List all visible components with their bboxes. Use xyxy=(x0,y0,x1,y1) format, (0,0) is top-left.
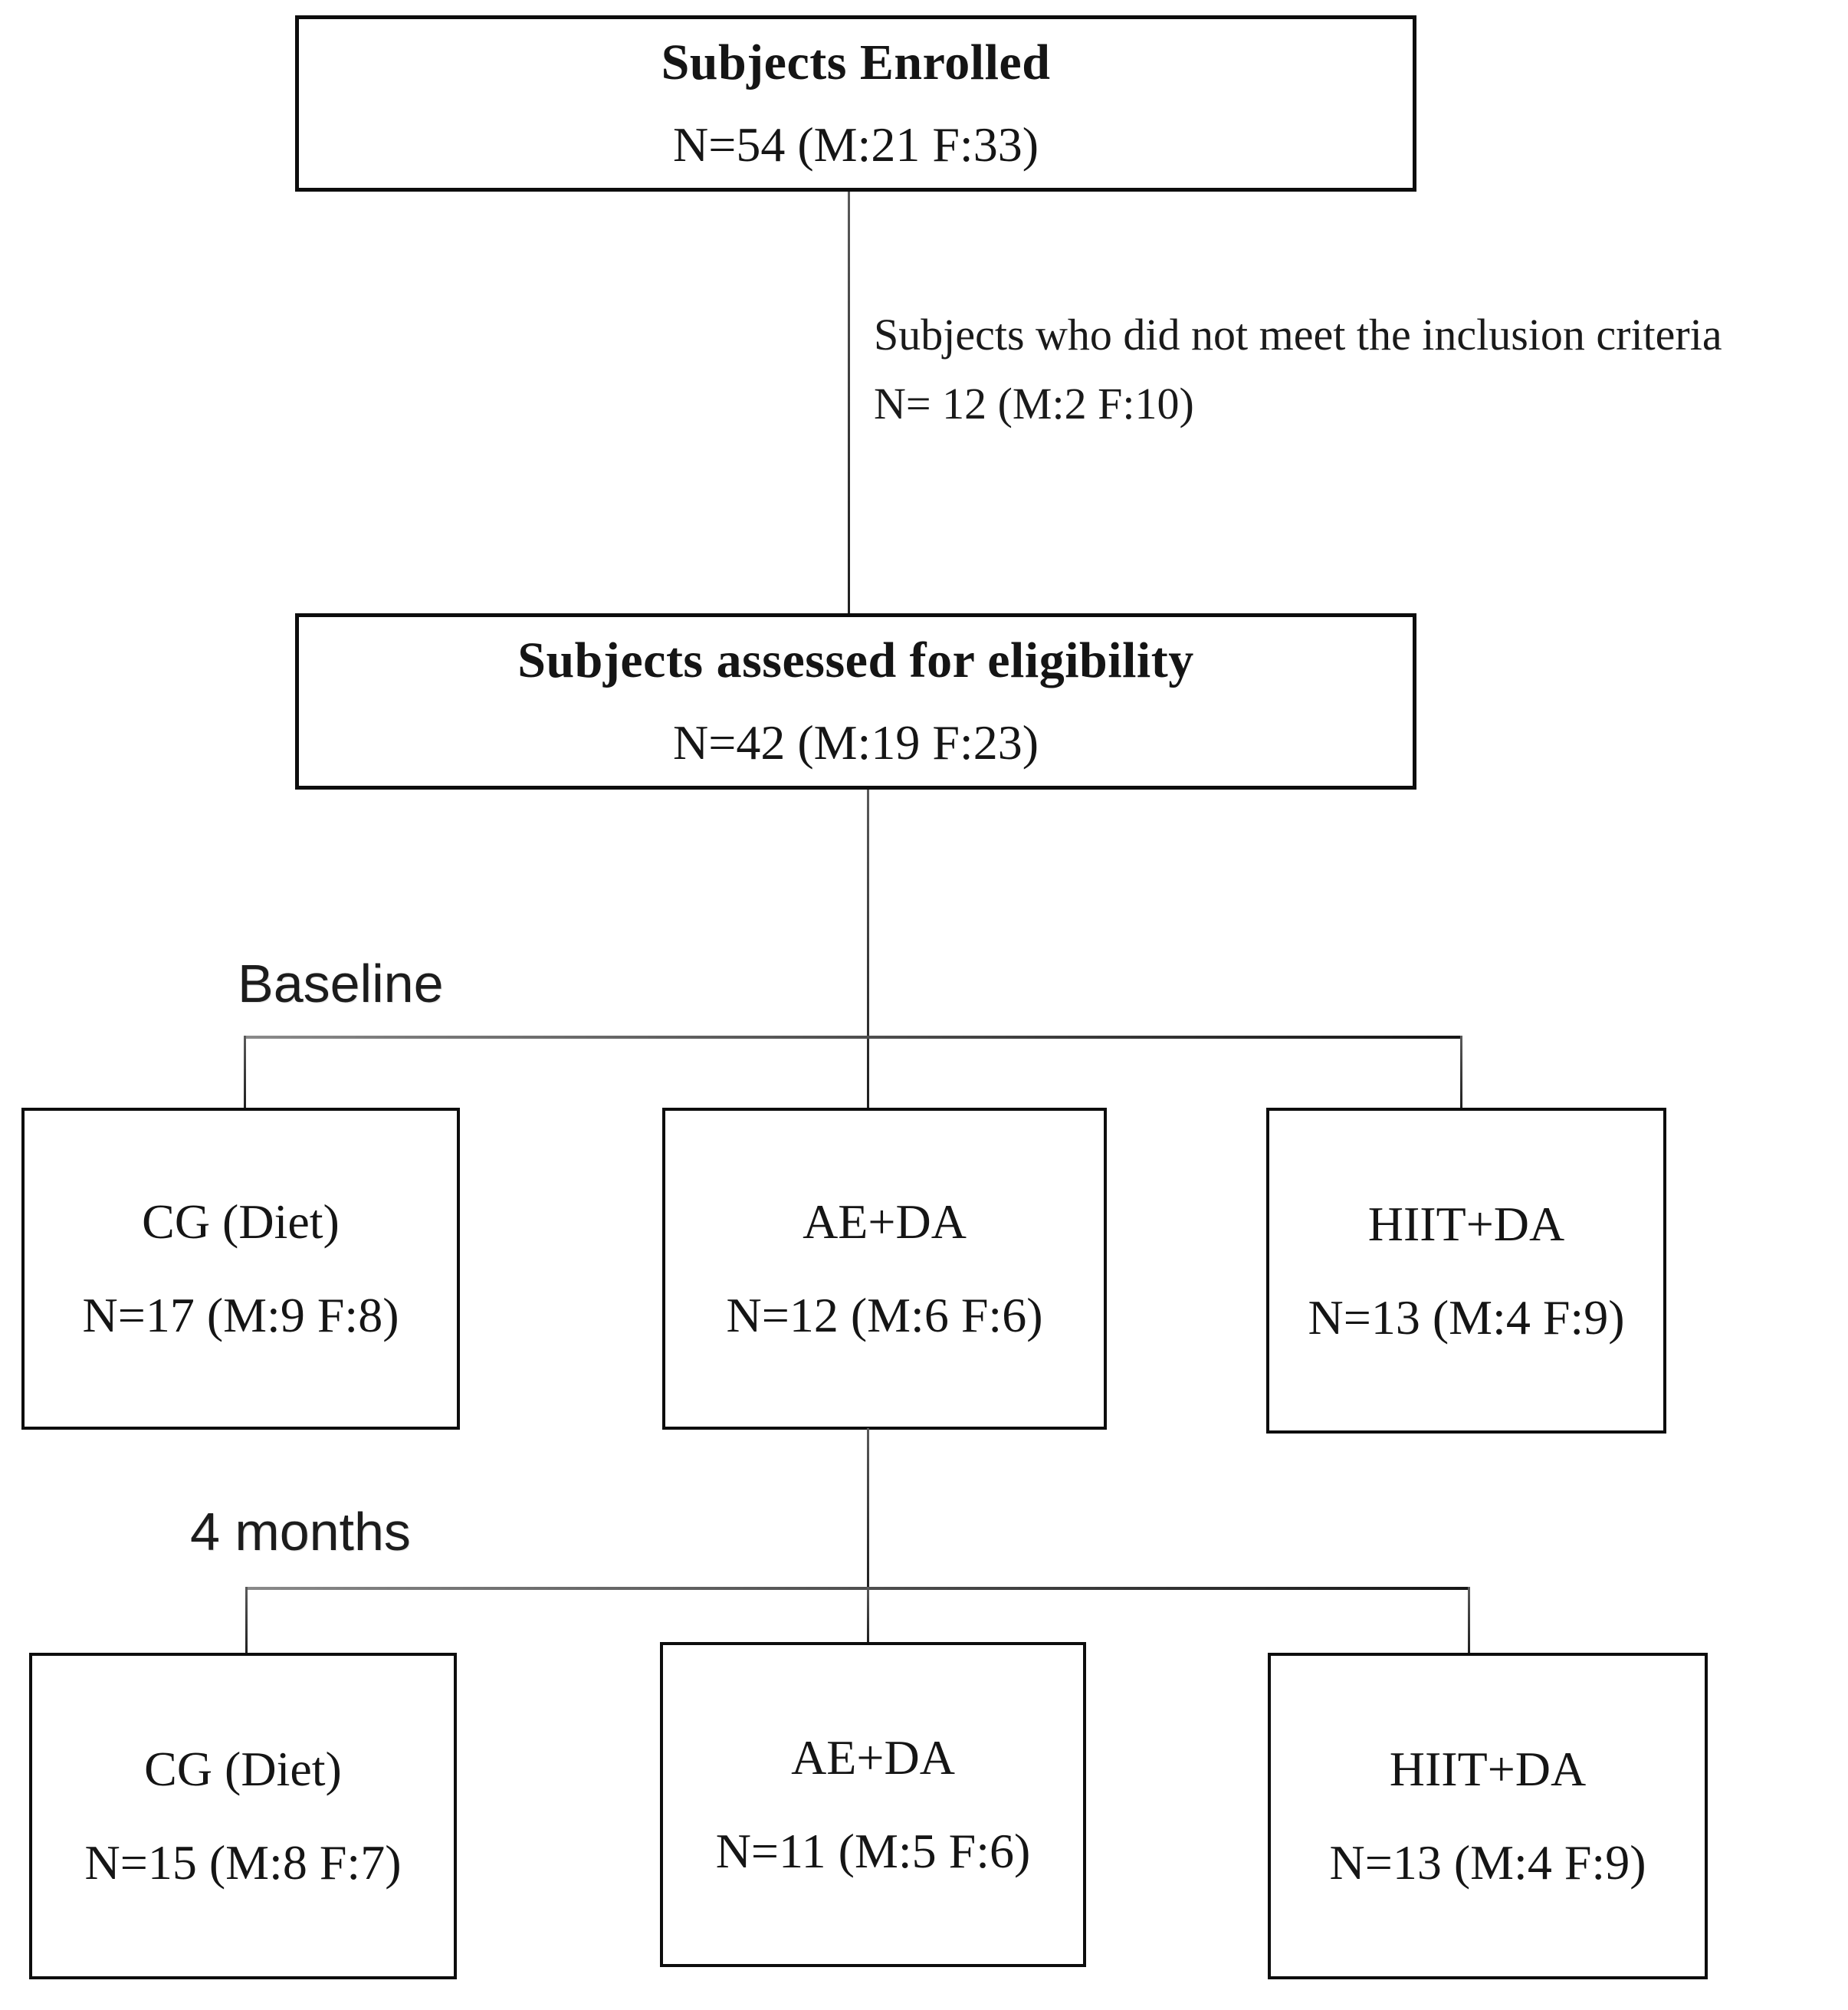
exclusion-note-line2: N= 12 (M:2 F:10) xyxy=(874,378,1194,429)
connector-enrolled-to-eligibility xyxy=(848,192,850,613)
box-4months-hiit-da: HIIT+DA N=13 (M:4 F:9) xyxy=(1268,1653,1708,1979)
box-count: N=13 (M:4 F:9) xyxy=(1308,1289,1625,1345)
box-title: Subjects assessed for eligibility xyxy=(517,632,1194,688)
baseline-branch-drop-left xyxy=(244,1036,246,1108)
box-count: N=54 (M:21 F:33) xyxy=(673,117,1039,172)
baseline-branch-line xyxy=(244,1036,1462,1039)
box-4months-ae-da: AE+DA N=11 (M:5 F:6) xyxy=(660,1642,1086,1967)
box-count: N=13 (M:4 F:9) xyxy=(1329,1835,1646,1890)
four-months-branch-line xyxy=(245,1587,1470,1590)
box-baseline-ae-da: AE+DA N=12 (M:6 F:6) xyxy=(662,1108,1107,1430)
box-count: N=11 (M:5 F:6) xyxy=(715,1824,1031,1878)
baseline-branch-drop-right xyxy=(1460,1036,1462,1108)
box-title: AE+DA xyxy=(803,1194,967,1249)
box-title: HIIT+DA xyxy=(1389,1742,1587,1796)
box-count: N=17 (M:9 F:8) xyxy=(82,1288,399,1342)
box-count: N=42 (M:19 F:23) xyxy=(673,715,1039,770)
connector-eligibility-to-baseline xyxy=(867,790,869,1108)
exclusion-note: Subjects who did not meet the inclusion … xyxy=(874,301,1722,438)
box-title: AE+DA xyxy=(791,1730,955,1785)
baseline-stage-label: Baseline xyxy=(238,954,444,1013)
box-count: N=12 (M:6 F:6) xyxy=(726,1288,1043,1342)
four-months-stage-label: 4 months xyxy=(190,1502,411,1562)
four-months-branch-drop-center xyxy=(867,1587,869,1643)
exclusion-note-line1: Subjects who did not meet the inclusion … xyxy=(874,310,1722,360)
box-title: CG (Diet) xyxy=(144,1742,342,1796)
box-4months-cg-diet: CG (Diet) N=15 (M:8 F:7) xyxy=(29,1653,457,1979)
box-assessed-eligibility: Subjects assessed for eligibility N=42 (… xyxy=(295,613,1416,790)
four-months-branch-drop-left xyxy=(245,1587,248,1654)
box-baseline-hiit-da: HIIT+DA N=13 (M:4 F:9) xyxy=(1266,1108,1666,1434)
box-title: HIIT+DA xyxy=(1367,1196,1565,1251)
connector-baseline-to-4months xyxy=(867,1428,869,1589)
box-title: Subjects Enrolled xyxy=(661,34,1051,90)
box-baseline-cg-diet: CG (Diet) N=17 (M:9 F:8) xyxy=(21,1108,460,1430)
box-count: N=15 (M:8 F:7) xyxy=(84,1835,402,1890)
box-title: CG (Diet) xyxy=(142,1194,340,1249)
four-months-branch-drop-right xyxy=(1468,1587,1470,1654)
box-subjects-enrolled: Subjects Enrolled N=54 (M:21 F:33) xyxy=(295,15,1416,192)
